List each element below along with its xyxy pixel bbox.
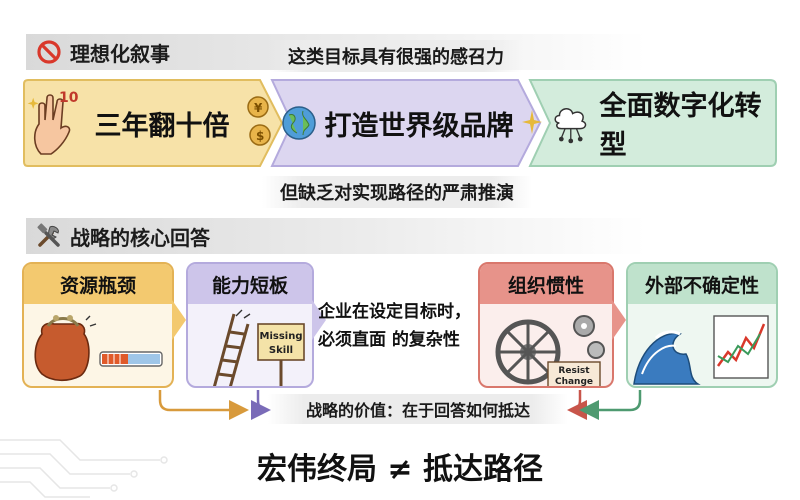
tools-icon (37, 223, 60, 247)
final-conclusion: 宏伟终局 ≠ 抵达路径 (256, 452, 544, 487)
caption-top: 这类目标具有很强的感召力 (270, 40, 522, 72)
card-external-uncertainty: 外部不确定性 (626, 262, 778, 388)
connector-arrow-3 (612, 300, 626, 340)
svg-text:$: $ (256, 129, 264, 143)
prohibited-icon (37, 40, 61, 64)
svg-text:¥: ¥ (254, 101, 263, 115)
strategy-value-statement: 战略的价值：在于回答如何抵达 (268, 394, 568, 424)
top-section-title: 理想化叙事 (70, 41, 170, 66)
circuit-decoration (0, 439, 168, 498)
center-statement-line-2: 必须直面 的复杂性 (318, 330, 460, 350)
card-capability-gap: 能力短板 Missing Skill (186, 262, 314, 388)
card-title: 资源瓶颈 (24, 264, 172, 304)
sign-change: Change (555, 377, 593, 387)
caption-bottom: 但缺乏对实现路径的严肃推演 (262, 176, 532, 208)
card-title: 组织惯性 (480, 264, 612, 304)
sign-resist: Resist (558, 366, 590, 376)
card-organizational-inertia: 组织惯性 Resist Change (478, 262, 614, 388)
center-statement-line-1: 企业在设定目标时， (318, 302, 471, 322)
wave-chart-icon (633, 315, 769, 385)
connector-arrow-2 (312, 300, 326, 340)
card-resource-bottleneck: 资源瓶颈 (22, 262, 174, 388)
sign-skill: Skill (269, 345, 293, 356)
card-title: 能力短板 (188, 264, 312, 304)
connector-arrow-1 (172, 300, 186, 340)
hand-ten-coins-icon: 10 (27, 90, 79, 155)
badge-ten: 10 (59, 90, 79, 106)
sign-missing: Missing (260, 331, 303, 342)
card-title: 外部不确定性 (628, 264, 776, 304)
globe-icon (281, 106, 316, 140)
cloud-network-icon (554, 108, 587, 144)
step-label: 全面数字化转型 (599, 91, 762, 161)
sparkle-icon (521, 110, 542, 134)
step-world-class-brand: 打造世界级品牌 (270, 78, 542, 168)
broken-ladder-icon: Missing Skill (212, 309, 305, 386)
step-digital-transformation: 全面数字化转型 (528, 78, 778, 168)
step-label: 三年翻十倍 (94, 110, 230, 142)
gear-wheel-icon: Resist Change (495, 315, 605, 387)
coins-icon: ¥ $ (246, 96, 271, 146)
center-statement: 企业在设定目标时， 必须直面 的复杂性 (318, 298, 478, 354)
bottom-section-title-bar: 战略的核心回答 (26, 218, 646, 254)
step-three-years-ten-times: 10 三年翻十倍 ¥ $ (22, 78, 284, 168)
empty-purse-battery-icon (34, 315, 163, 382)
step-label: 打造世界级品牌 (324, 110, 514, 142)
bottom-section-title: 战略的核心回答 (70, 225, 210, 250)
